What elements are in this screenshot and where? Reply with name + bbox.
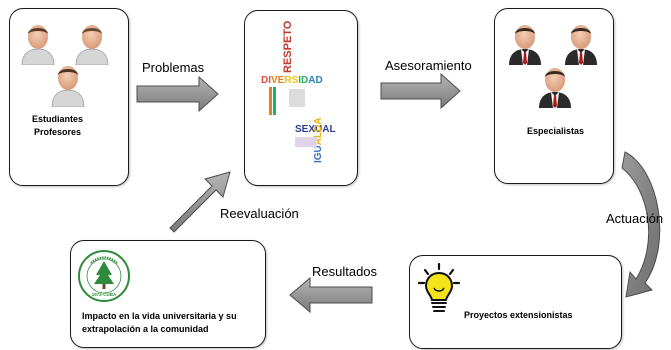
lightbulb-icon [417,262,461,312]
edge-label-resultados: Resultados [312,264,378,279]
arrow-problemas [136,75,219,113]
businessman-icon [539,68,571,108]
person-icon [75,25,109,65]
arrow-actuacion [621,151,661,298]
arrow-resultados [289,276,373,314]
node-students-teachers: Estudiantes Profesores [9,8,129,186]
small-text-block [295,137,317,147]
person-icon [51,66,85,107]
arrow-asesoramiento [380,72,461,110]
edge-label-actuacion: Actuación [606,211,664,226]
university-logo-icon: 1972-CUBA [78,250,130,302]
specialists-label: Especialistas [527,126,585,136]
wordcloud-accent-bar [273,87,276,115]
word-sexual: SEXUAL [295,124,336,135]
edge-label-reevaluacion: Reevaluación [220,206,299,221]
impact-label-line2: extrapolación a la comunidad [82,324,209,334]
teachers-label: Profesores [34,127,82,137]
impact-label-line1: Impacto en la vida universitaria y su [82,311,237,321]
word-respeto: RESPETO [282,20,294,73]
diversity-wordcloud: RESPETO DIVERSIDAD SEXUAL IGUALDA [261,20,336,163]
small-text-block [289,89,305,107]
projects-label: Proyectos extensionistas [464,310,573,320]
node-extension-projects: Proyectos extensionistas [409,255,622,349]
businessman-icon [509,25,541,65]
students-label: Estudiantes [32,114,84,124]
wordcloud-accent-bar [269,87,272,115]
edge-label-problemas: Problemas [142,60,205,75]
word-igualdad: IGUALDA [313,117,324,163]
businessman-icon [565,25,597,65]
node-impact: 1972-CUBA Impacto en la vida universitar… [70,240,266,348]
node-specialists: Especialistas [494,8,614,184]
word-diversidad: DIVERSIDAD [261,75,323,86]
logo-year-text: 1972-CUBA [92,292,117,297]
node-diversity-concept: RESPETO DIVERSIDAD SEXUAL IGUALDA [244,10,358,186]
edge-label-asesoramiento: Asesoramiento [385,58,472,73]
person-icon [21,25,55,65]
arrow-reevaluacion [169,171,231,233]
